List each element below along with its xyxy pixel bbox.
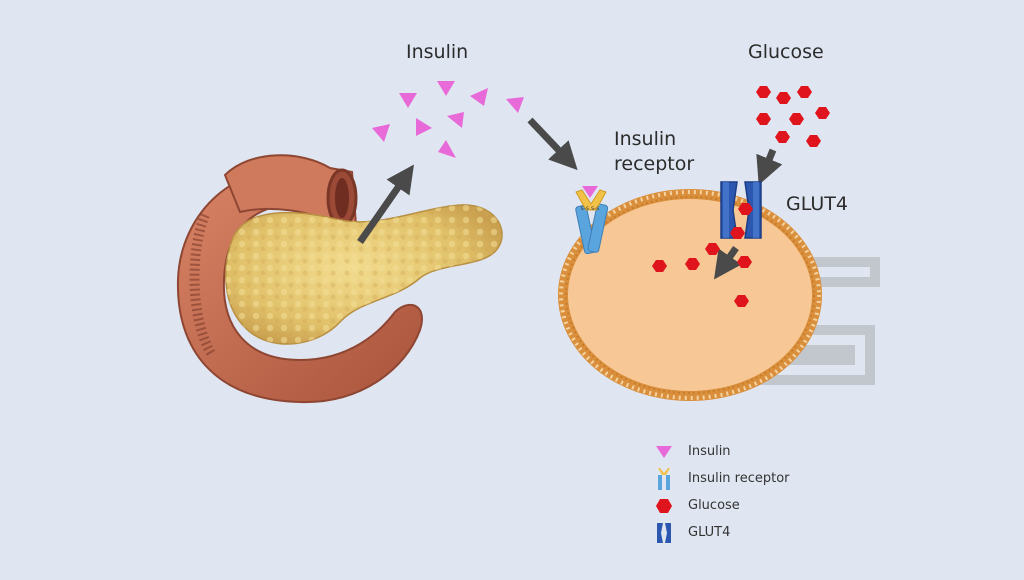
glucose-icon — [756, 113, 771, 125]
glucose-icon — [734, 295, 749, 307]
glucose-icon — [789, 113, 804, 125]
legend-label: Insulin receptor — [688, 471, 790, 486]
insulin-icon — [470, 88, 488, 106]
glucose-icon — [806, 135, 821, 147]
glucose-icon — [652, 260, 667, 272]
legend-item-glut4: GLUT4 — [652, 519, 790, 546]
glucose-icon — [815, 107, 830, 119]
glucose-icon — [738, 203, 753, 215]
insulin-receptor-label-line2: receptor — [614, 153, 695, 175]
insulin-icon — [416, 118, 432, 136]
insulin-icon — [438, 140, 456, 158]
receptor-icon — [652, 467, 676, 490]
glucose-icon — [737, 256, 752, 268]
glucose-icon — [776, 92, 791, 104]
glucose-icon — [797, 86, 812, 98]
bound-insulin-icon — [582, 186, 598, 198]
arrow-glucose-to-glut4 — [756, 148, 783, 185]
legend-label: Glucose — [688, 498, 740, 513]
insulin-icon — [506, 97, 524, 113]
glucose-icon — [705, 243, 720, 255]
arrow-insulin-to-receptor — [527, 117, 578, 171]
insulin-molecules — [372, 81, 524, 158]
cell — [558, 189, 822, 401]
insulin-label: Insulin — [406, 41, 469, 63]
legend: Insulin Insulin receptor Glucose GLUT4 — [652, 438, 790, 546]
arrow-glut4-into-cell — [713, 245, 742, 280]
insulin-receptor-label-line1: Insulin — [614, 128, 677, 150]
glut4-transporter-icon — [652, 522, 676, 544]
arrow-pancreas-to-insulin — [357, 164, 415, 245]
insulin-receptor: s-s s-s — [575, 186, 609, 255]
legend-item-receptor: Insulin receptor — [652, 465, 790, 492]
glucose-icon — [756, 86, 771, 98]
glucose-label: Glucose — [748, 41, 824, 63]
glut4-transporter — [720, 181, 762, 239]
legend-label: Insulin — [688, 444, 731, 459]
insulin-icon — [447, 112, 464, 128]
insulin-icon — [437, 81, 455, 96]
legend-item-glucose: Glucose — [652, 492, 790, 519]
glucose-hexagon-icon — [652, 495, 676, 517]
legend-item-insulin: Insulin — [652, 438, 790, 465]
watermark-logo — [750, 257, 880, 385]
svg-text:s-s s-s: s-s s-s — [581, 205, 600, 212]
insulin-triangle-icon — [652, 441, 676, 463]
insulin-icon — [372, 124, 390, 142]
cell-interior — [568, 199, 812, 391]
pancreas-illustration — [176, 154, 503, 404]
glucose-icon — [775, 131, 790, 143]
glut4-label: GLUT4 — [786, 193, 848, 215]
glucose-icon — [730, 227, 745, 239]
glucose-molecules — [652, 86, 830, 307]
legend-label: GLUT4 — [688, 525, 731, 540]
insulin-icon — [399, 93, 417, 108]
glucose-icon — [685, 258, 700, 270]
